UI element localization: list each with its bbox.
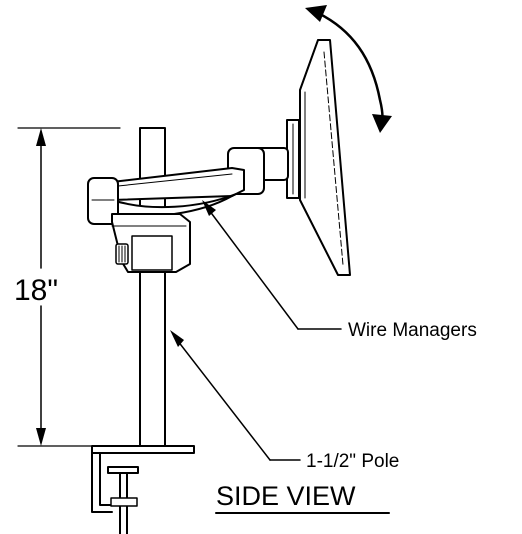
articulating-arm bbox=[87, 147, 289, 225]
pole-clamp bbox=[111, 213, 191, 273]
monitor bbox=[286, 39, 351, 276]
height-dimension-line bbox=[17, 127, 121, 447]
pole-leader bbox=[170, 330, 301, 461]
wire-managers-leader bbox=[202, 200, 342, 330]
wire-managers-label: Wire Managers bbox=[348, 320, 477, 341]
view-title: SIDE VIEW bbox=[216, 481, 356, 511]
height-dimension-label: 18" bbox=[14, 274, 58, 307]
pole-label: 1-1/2" Pole bbox=[306, 451, 399, 472]
tilt-rotation-arrow bbox=[305, 5, 392, 133]
desk-clamp bbox=[91, 445, 195, 534]
